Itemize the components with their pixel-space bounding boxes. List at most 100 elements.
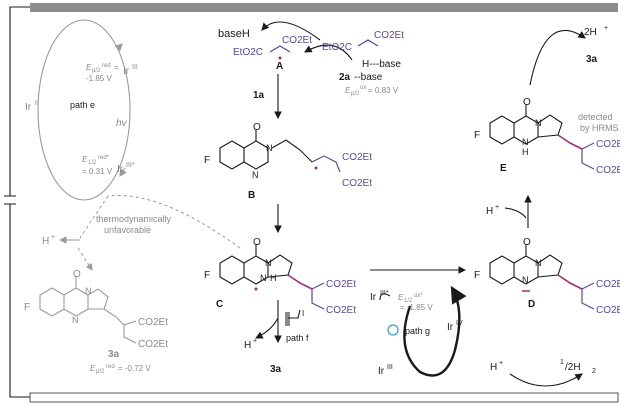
2a-base-label: --base xyxy=(354,72,383,83)
by-hrms-label: by HRMS xyxy=(580,123,619,133)
left-bracket xyxy=(4,6,30,398)
thermo-line2: unfavorable xyxy=(104,225,151,235)
svg-text:red*: red* xyxy=(98,155,110,161)
n-label: N xyxy=(266,143,273,153)
svg-text:IV: IV xyxy=(456,320,463,327)
ir-iii-star: Ir xyxy=(117,164,124,175)
n-label: N xyxy=(85,286,92,296)
label-B: B xyxy=(248,190,255,201)
svg-text:+: + xyxy=(495,204,499,211)
svg-text:2: 2 xyxy=(592,368,596,375)
3a-left-label: 3a xyxy=(108,349,120,360)
ir-iii-g-label: Ir xyxy=(378,366,385,377)
path-f-label: path f xyxy=(286,333,309,343)
svg-text:III*: III* xyxy=(126,162,135,169)
f-label: F xyxy=(474,130,480,141)
co2et-label: CO2Et xyxy=(342,152,372,163)
thermo-line1: thermodynamically xyxy=(96,214,172,224)
svg-text:ox: ox xyxy=(360,85,366,91)
o-label: O xyxy=(523,237,531,248)
svg-text:1/2: 1/2 xyxy=(404,298,413,304)
co2et-2a: CO2Et xyxy=(374,30,404,41)
3a-mid-label: 3a xyxy=(270,364,282,375)
ir-iv-label: Ir xyxy=(447,322,454,333)
svg-text:+: + xyxy=(604,25,608,32)
label-C: C xyxy=(216,299,223,310)
f-label: F xyxy=(24,302,30,313)
svg-text:E: E xyxy=(82,155,88,164)
svg-text:red: red xyxy=(102,63,111,69)
n-label: N xyxy=(260,273,267,283)
svg-text:p/2: p/2 xyxy=(96,369,105,375)
e-ox-2a: = 0.83 V xyxy=(368,86,399,95)
co2et-label: CO2Et xyxy=(596,279,620,290)
species-A: EtO2C CO2Et A xyxy=(233,35,312,72)
o-label: O xyxy=(523,97,531,108)
svg-text:E: E xyxy=(345,86,351,95)
n-label: N xyxy=(535,258,542,268)
svg-text:+: + xyxy=(499,360,503,367)
h-plus-D: H xyxy=(486,206,493,217)
o-label: O xyxy=(253,122,261,133)
eto2c-A: EtO2C xyxy=(233,47,263,58)
h-label: H xyxy=(270,273,277,283)
path-g-cycle: Ir III* E 1/2 ox* = -1.85 V path g Ir IV… xyxy=(370,285,467,377)
two-h-plus: 2H xyxy=(584,27,597,38)
e-red-ir-1: -1.85 V xyxy=(86,74,112,83)
top-bar xyxy=(30,3,618,12)
o-label: O xyxy=(253,237,261,248)
e-red-ir-2: = 0.31 V xyxy=(82,167,113,176)
species-E: F O N N H CO2Et CO2Et E detected by HRMS xyxy=(474,97,620,176)
svg-text:III: III xyxy=(387,364,393,371)
svg-text:1/2: 1/2 xyxy=(88,160,97,166)
n-label: N xyxy=(252,170,259,180)
h-plus-left: H xyxy=(42,236,49,247)
h-plus-D-curve xyxy=(504,207,527,219)
svg-text:p/2: p/2 xyxy=(351,91,360,97)
svg-text:E: E xyxy=(86,63,92,72)
product-3a-left: F O N N CO2Et CO2Et 3a E p/2 red = -0.72… xyxy=(24,269,168,375)
detected-label: detected xyxy=(578,112,613,122)
n-label: N xyxy=(535,118,542,128)
half-h2-label: /2H xyxy=(565,362,581,373)
label-A: A xyxy=(276,61,283,72)
co2et-label: CO2Et xyxy=(596,139,620,150)
ir-ii-label: Ir xyxy=(25,102,32,113)
species-D: F O N N CO2Et CO2Et D xyxy=(474,237,620,316)
ir-iii-top: Ir xyxy=(123,66,130,77)
h-plus-bottom: H xyxy=(490,362,497,373)
svg-text:+: + xyxy=(51,234,55,241)
species-B: F O N N CO2Et CO2Et B xyxy=(204,122,372,201)
path-g-label: path g xyxy=(405,326,430,336)
co2et-label: CO2Et xyxy=(342,178,372,189)
basehlabel: baseH xyxy=(218,28,250,40)
svg-text:+: + xyxy=(253,338,257,345)
svg-text:1: 1 xyxy=(560,359,564,366)
o-label: O xyxy=(73,269,81,280)
f-label: F xyxy=(204,155,210,166)
co2et-label: CO2Et xyxy=(138,339,168,350)
path-f: I H + path f 3a xyxy=(244,300,309,375)
svg-text:II: II xyxy=(35,100,39,107)
svg-text:I: I xyxy=(302,309,304,318)
h-base-label: H---base xyxy=(362,59,401,70)
co2et-label: CO2Et xyxy=(596,305,620,316)
svg-text:III: III xyxy=(132,64,138,71)
f-label: F xyxy=(474,270,480,281)
svg-text:III*: III* xyxy=(380,290,389,297)
ir-iii-star-g: Ir xyxy=(370,292,377,303)
co2et-A: CO2Et xyxy=(282,35,312,46)
h-plus-mid: H xyxy=(244,340,251,351)
arrow-2a-to-A xyxy=(304,44,353,61)
co2et-label: CO2Et xyxy=(326,305,356,316)
arrow-E-to-3a xyxy=(529,29,586,86)
svg-text:ox*: ox* xyxy=(414,293,423,299)
label-E: E xyxy=(500,163,507,174)
f-label: F xyxy=(204,270,210,281)
svg-text:p/2: p/2 xyxy=(92,68,101,74)
svg-text:E: E xyxy=(398,293,404,302)
hv-label: hv xyxy=(116,118,128,129)
co2et-label: CO2Et xyxy=(326,279,356,290)
1a-label: 1a xyxy=(253,90,265,101)
